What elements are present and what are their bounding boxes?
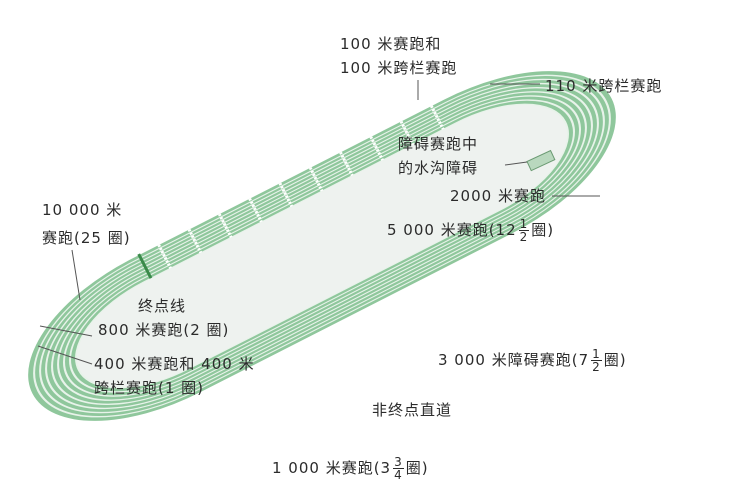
label-100m-line1: 100 米赛跑和 <box>340 35 442 53</box>
leader-line <box>39 325 93 337</box>
fraction-numerator: 1 <box>518 217 530 231</box>
label-400m-line1: 400 米赛跑和 400 米 <box>94 355 255 373</box>
label-1000m-suffix: 圈) <box>405 459 429 477</box>
fraction-denominator: 4 <box>394 468 403 482</box>
label-5000m-suffix: 圈) <box>531 221 555 239</box>
leader-line <box>71 249 81 301</box>
label-back-straight: 非终点直道 <box>372 401 453 419</box>
label-110m-hurdles: 110 米跨栏赛跑 <box>545 77 663 95</box>
fraction-numerator: 3 <box>393 455 404 469</box>
hurdle-mark <box>339 151 354 177</box>
fraction-denominator: 2 <box>592 360 601 374</box>
hurdle-mark <box>187 228 203 254</box>
label-3000m-suffix: 圈) <box>603 351 627 369</box>
label-400m-line2: 跨栏赛跑(1 圈) <box>94 379 205 397</box>
infield <box>75 103 569 389</box>
lane-line <box>33 74 611 418</box>
lane-line <box>68 99 576 393</box>
hurdle-mark <box>157 244 172 269</box>
leader-line <box>504 161 528 166</box>
label-10000m-line1: 10 000 米 <box>42 201 123 219</box>
label-steeple-water-line1: 障碍赛跑中 <box>398 135 479 153</box>
hurdle-mark <box>369 136 384 161</box>
leader-line <box>37 345 93 365</box>
lane-line <box>57 91 587 401</box>
fraction-denominator: 2 <box>519 230 529 244</box>
label-finish-line: 终点线 <box>138 297 187 315</box>
hurdle-mark <box>308 167 324 192</box>
label-100m-line2: 100 米跨栏赛跑 <box>340 59 458 77</box>
lane-line <box>63 95 581 397</box>
hurdle-mark <box>430 105 445 130</box>
hurdle-mark <box>218 213 233 238</box>
hurdle-mark <box>248 198 263 223</box>
label-3000m-text: 3 000 米障碍赛跑(7 <box>438 351 590 369</box>
track-group <box>28 71 616 421</box>
label-2000m: 2000 米赛跑 <box>450 187 546 205</box>
water-jump-icon <box>526 149 556 172</box>
hurdle-mark <box>278 182 294 208</box>
label-1000m-text: 1 000 米赛跑(3 <box>272 459 392 477</box>
label-steeple-water-line2: 的水沟障碍 <box>398 159 479 177</box>
fraction-numerator: 1 <box>591 347 602 361</box>
label-10000m-line2: 赛跑(25 圈) <box>42 229 131 247</box>
lane-line <box>51 86 593 406</box>
label-5000m-text: 5 000 米赛跑(12 <box>387 221 517 239</box>
hurdle-mark <box>399 120 415 146</box>
label-800m: 800 米赛跑(2 圈) <box>98 321 230 339</box>
finish-line <box>137 253 153 279</box>
lane-line <box>45 82 599 410</box>
